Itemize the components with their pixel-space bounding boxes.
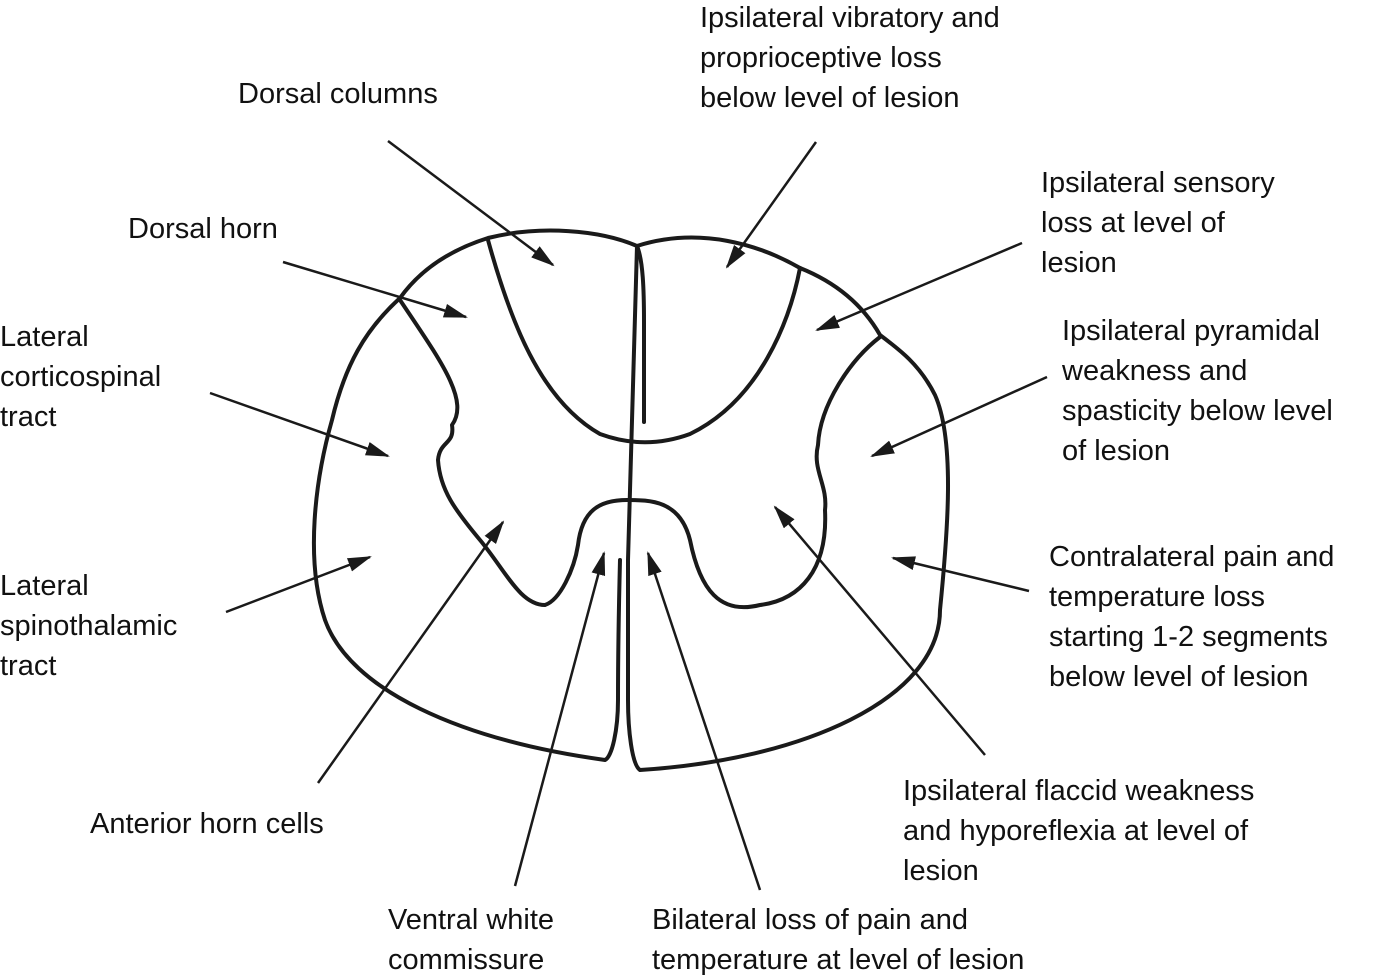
- label-line: corticospinal: [0, 361, 162, 393]
- arrow-bilateral-loss: [646, 551, 762, 891]
- label-line: spasticity below level: [1062, 395, 1333, 427]
- label-line: Anterior horn cells: [90, 808, 324, 840]
- label-line: lesion: [1041, 247, 1117, 279]
- arrow-dorsal-columns: [387, 140, 555, 267]
- label-line: of lesion: [1062, 435, 1171, 467]
- arrow-ipsilateral-sensory: [815, 241, 1023, 332]
- arrow-ventral-white-commissure: [513, 551, 606, 887]
- label-line: Bilateral loss of pain and: [652, 904, 968, 936]
- label-line: weakness and: [1062, 355, 1248, 387]
- label-line: tract: [0, 650, 57, 682]
- label-line: below level of lesion: [700, 82, 960, 114]
- label-line: Lateral: [0, 321, 89, 353]
- label-line: below level of lesion: [1049, 661, 1309, 693]
- label-ipsilateral-sensory: Ipsilateral sensory loss at level of les…: [1041, 163, 1275, 283]
- label-bilateral-loss: Bilateral loss of pain and temperature a…: [652, 900, 1024, 980]
- label-ipsilateral-vibratory: Ipsilateral vibratory and proprioceptive…: [700, 0, 1000, 118]
- gray-matter-outline: [398, 238, 882, 610]
- label-dorsal-columns: Dorsal columns: [238, 74, 438, 114]
- arrow-lateral-spinothalamic: [225, 555, 372, 614]
- label-line: temperature at level of lesion: [652, 944, 1025, 976]
- label-line: temperature loss: [1049, 581, 1265, 613]
- label-line: Ipsilateral sensory: [1041, 167, 1275, 199]
- label-line: tract: [0, 401, 57, 433]
- label-line: Ipsilateral vibratory and: [700, 2, 1000, 34]
- label-dorsal-horn: Dorsal horn: [128, 209, 278, 249]
- label-line: and hyporeflexia at level of: [903, 815, 1248, 847]
- label-line: lesion: [903, 855, 979, 887]
- label-line: proprioceptive loss: [700, 42, 942, 74]
- label-line: Dorsal columns: [238, 78, 438, 110]
- label-line: commissure: [388, 944, 545, 976]
- label-ipsilateral-pyramidal: Ipsilateral pyramidal weakness and spast…: [1062, 311, 1333, 471]
- dorsal-median-sulcus: [635, 244, 646, 424]
- arrow-anterior-horn-cells: [316, 520, 505, 784]
- label-line: loss at level of: [1041, 207, 1225, 239]
- label-contralateral-pain: Contralateral pain and temperature loss …: [1049, 537, 1334, 697]
- label-lateral-corticospinal: Lateral corticospinal tract: [0, 317, 161, 437]
- label-line: starting 1-2 segments: [1049, 621, 1328, 653]
- label-line: Contralateral pain and: [1049, 541, 1335, 573]
- arrow-dorsal-horn: [282, 260, 468, 319]
- arrow-ipsilateral-pyramidal: [870, 375, 1048, 458]
- label-ipsilateral-flaccid: Ipsilateral flaccid weakness and hyporef…: [903, 771, 1254, 891]
- arrow-contralateral-pain: [891, 556, 1030, 593]
- arrow-ipsilateral-flaccid: [773, 505, 986, 756]
- label-line: Ipsilateral flaccid weakness: [903, 775, 1255, 807]
- arrow-ipsilateral-vibratory: [725, 141, 818, 269]
- label-line: Ipsilateral pyramidal: [1062, 315, 1320, 347]
- label-line: Dorsal horn: [128, 213, 278, 245]
- label-anterior-horn-cells: Anterior horn cells: [90, 804, 324, 844]
- label-line: Ventral white: [388, 904, 555, 936]
- label-ventral-white-commissure: Ventral white commissure: [388, 900, 554, 980]
- label-line: spinothalamic: [0, 610, 178, 642]
- label-lateral-spinothalamic: Lateral spinothalamic tract: [0, 566, 177, 686]
- label-line: Lateral: [0, 570, 89, 602]
- arrow-lateral-corticospinal: [209, 391, 390, 458]
